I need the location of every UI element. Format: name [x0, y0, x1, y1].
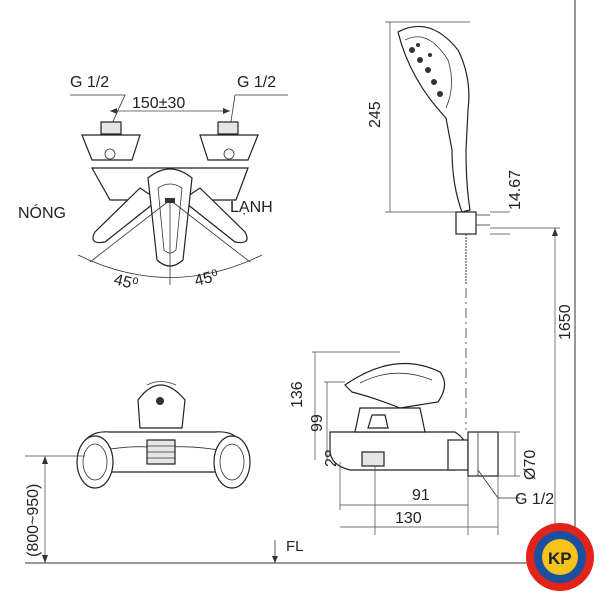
shower-view: 245 14.67 1650 [367, 0, 576, 563]
logo-text: KP [548, 549, 572, 568]
dim-99-label: 99 [309, 414, 326, 432]
handle-hot-position [92, 187, 160, 244]
side-connector [447, 439, 469, 471]
floor-line: FL [25, 538, 532, 564]
kp-logo: KP [526, 523, 594, 591]
shower-holder [455, 211, 477, 235]
angle-left-label: 45⁰ [112, 271, 140, 293]
escutcheon-left [81, 134, 141, 161]
dim-1650-label: 1650 [557, 304, 574, 340]
inlet-left-label: G 1/2 [70, 74, 109, 91]
hot-label: NÓNG [18, 203, 66, 222]
inlet-nut-left [100, 121, 122, 135]
mount-height-label: (800~950) [25, 484, 42, 557]
front-handle [137, 384, 186, 429]
diameter-label: Ø70 [522, 450, 539, 480]
escutcheon-right [199, 134, 259, 161]
dim-91-label: 91 [412, 487, 430, 504]
front-endcap-left [76, 435, 114, 489]
dim-245-label: 245 [367, 101, 384, 128]
shower-head [397, 25, 471, 213]
side-body [329, 431, 469, 471]
inlet-left-leader [70, 94, 126, 129]
front-view: (800~950) [25, 381, 251, 563]
dim-136-label: 136 [289, 381, 306, 408]
floor-label: FL [286, 538, 304, 555]
side-handle [344, 362, 446, 409]
handle-cold-position [180, 187, 248, 244]
side-diverter-knob [367, 414, 389, 429]
top-view: G 1/2 G 1/2 150±30 NÓNG LẠNH 45⁰ 45⁰ [18, 74, 288, 294]
shower-nozzles [409, 43, 443, 97]
dim-130-label: 130 [395, 510, 422, 527]
side-escutcheon [467, 431, 499, 477]
side-spout [361, 451, 385, 467]
dim-14-67-label: 14.67 [507, 170, 524, 210]
front-endcap-right [213, 435, 251, 489]
side-view: 136 99 28 Ø70 G 1/2 91 130 [289, 351, 554, 535]
cold-label: LẠNH [230, 199, 273, 216]
spacing-label: 150±30 [132, 95, 185, 112]
side-cartridge [354, 407, 426, 433]
outlet-thread-label: G 1/2 [515, 491, 554, 508]
angle-right-label: 45⁰ [193, 268, 221, 290]
inlet-nut-right [217, 121, 239, 135]
inlet-right-label: G 1/2 [237, 74, 276, 91]
